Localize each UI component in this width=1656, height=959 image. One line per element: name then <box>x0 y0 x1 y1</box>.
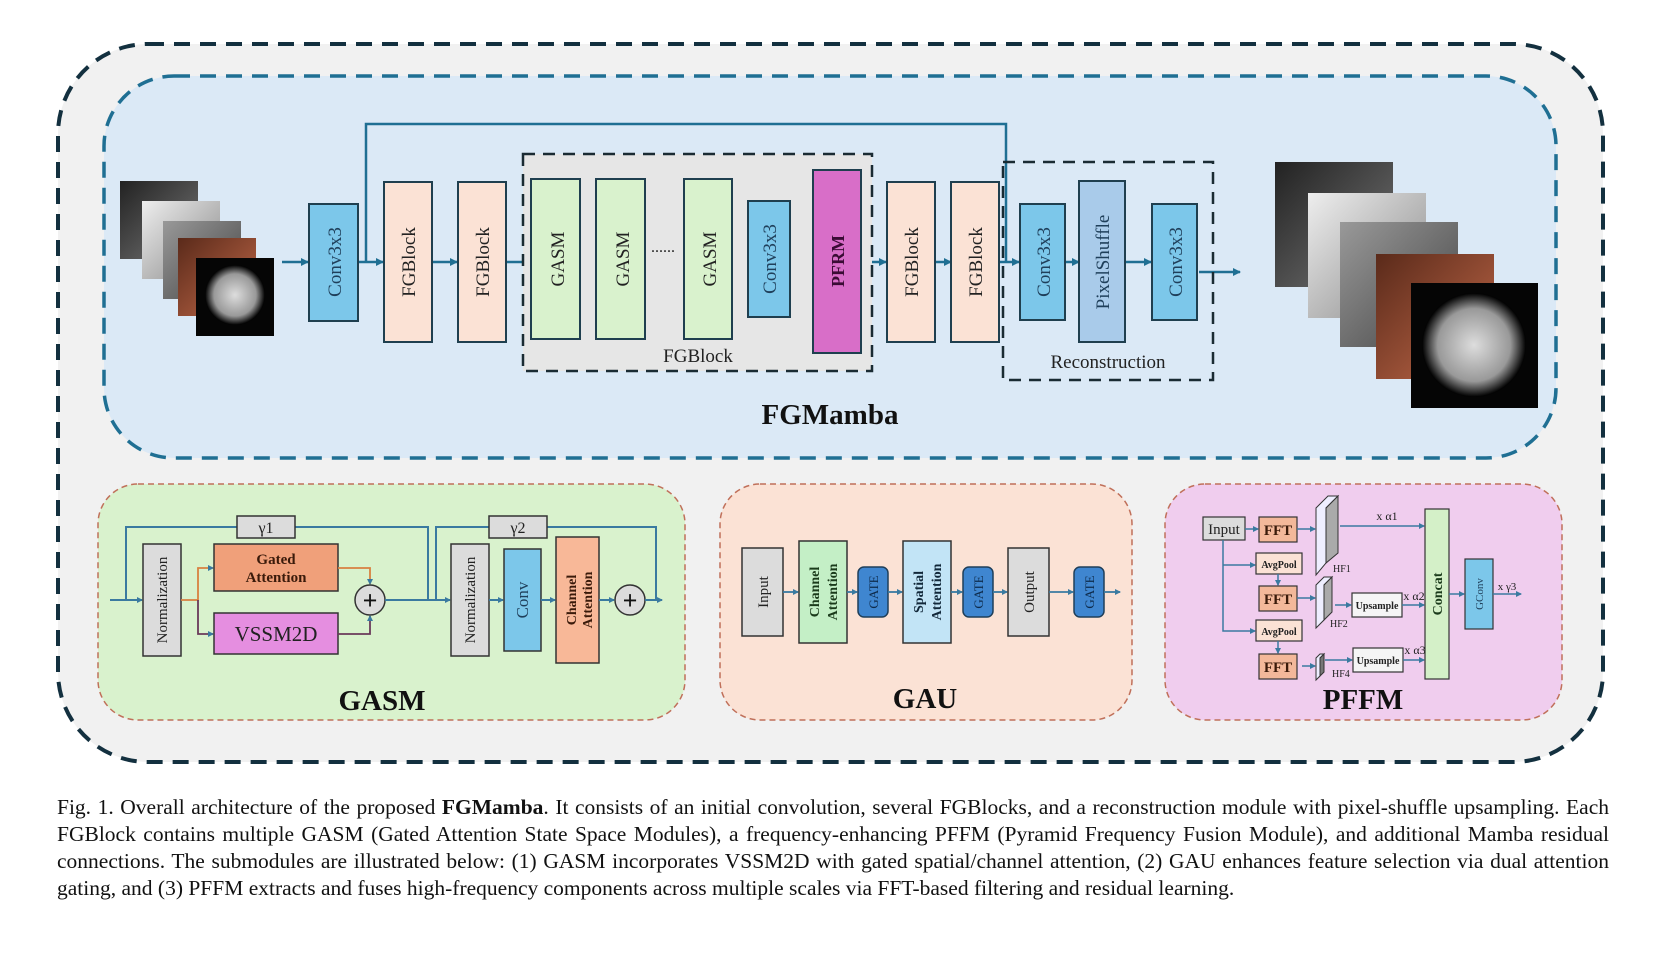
pfrm-label: PFRM <box>828 235 848 287</box>
gau-panel: Input Channel Attention GATE Spatial Att… <box>719 483 1133 721</box>
fgblock-4-label: FGBlock <box>966 227 987 297</box>
gconv-label: GConv <box>1474 578 1486 610</box>
fgblock-conv-label: Conv3x3 <box>760 224 781 294</box>
hf1-label: HF1 <box>1333 564 1351 575</box>
gasm-panel: Normalization γ1 Gated Attention VSSM2D … <box>97 483 686 721</box>
alpha3-label: x α3 <box>1404 643 1425 657</box>
gau-title: GAU <box>893 683 958 715</box>
gamma1-box <box>236 515 296 539</box>
pixelshuffle-label: PixelShuffle <box>1093 215 1114 310</box>
pffm-upsample-2-label: Upsample <box>1357 656 1400 667</box>
fgblock-group-label: FGBlock <box>663 346 733 367</box>
gau-output-label: Output <box>1022 570 1038 613</box>
gasm-2-label: GASM <box>613 231 634 286</box>
reconstruction-group: Conv3x3 PixelShuffle Conv3x3 Reconstruct… <box>1001 160 1215 382</box>
gasm-norm-2-label: Normalization <box>463 556 479 643</box>
pffm-upsample-1-label: Upsample <box>1356 601 1399 612</box>
pffm-fft-3-label: FFT <box>1264 660 1292 676</box>
pffm-fft-1-label: FFT <box>1264 523 1292 539</box>
recon-conv-1-label: Conv3x3 <box>1034 227 1055 297</box>
hf4-label: HF4 <box>1332 669 1350 680</box>
fgblock-4: FGBlock <box>950 181 1000 343</box>
output-images-icon <box>1275 162 1538 408</box>
hf2-label: HF2 <box>1330 619 1348 630</box>
conv3x3-label: Conv3x3 <box>325 227 346 297</box>
fgblock-3-label: FGBlock <box>902 227 923 297</box>
pffm-title: PFFM <box>1323 684 1404 716</box>
figure-caption: Fig. 1. Overall architecture of the prop… <box>57 794 1609 902</box>
caption-prefix: Fig. 1. Overall architecture of the prop… <box>57 795 442 819</box>
alpha2-label: x α2 <box>1403 589 1424 603</box>
caption-body: . It consists of an initial convolution,… <box>57 795 1609 900</box>
pffm-input-label: Input <box>1208 522 1240 538</box>
gau-gate-2-label: GATE <box>971 575 986 608</box>
pffm-avgpool-2-label: AvgPool <box>1261 627 1297 638</box>
conv3x3-block: Conv3x3 <box>308 203 359 322</box>
gamma2-label: γ2 <box>509 520 525 537</box>
pffm-panel: Input FFT AvgPool FFT AvgPool FFT HF1 HF… <box>1164 483 1563 721</box>
recon-conv-2-label: Conv3x3 <box>1166 227 1187 297</box>
fgblock-group: GASM GASM ...... GASM Conv3x3 PFRM FGBlo… <box>521 152 874 373</box>
gated-attention-label-2: Attention <box>246 570 307 586</box>
gasm-conv-label: Conv <box>513 581 532 618</box>
pffm-fft-2-label: FFT <box>1264 592 1292 608</box>
ellipsis: ...... <box>651 239 675 256</box>
concat-label: Concat <box>1431 572 1446 615</box>
gamma3-label: x γ3 <box>1498 581 1517 593</box>
gau-input-label: Input <box>756 575 772 607</box>
fgblock-1-label: FGBlock <box>399 227 420 297</box>
alpha1-label: x α1 <box>1376 509 1397 523</box>
vssm2d-label: VSSM2D <box>235 622 318 646</box>
gated-attention-label-1: Gated <box>256 552 296 568</box>
gamma2-box <box>488 515 548 539</box>
fgblock-2: FGBlock <box>457 181 507 343</box>
caption-bold: FGMamba <box>441 795 544 819</box>
gasm-3-label: GASM <box>700 231 721 286</box>
fgblock-1: FGBlock <box>383 181 433 343</box>
architecture-diagram: Conv3x3 FGBlock FGBlock GASM GASM ......… <box>56 42 1605 764</box>
gasm-title: GASM <box>339 685 426 717</box>
fgblock-2-label: FGBlock <box>473 227 494 297</box>
gasm-1-label: GASM <box>548 231 569 286</box>
reconstruction-label: Reconstruction <box>1050 352 1166 373</box>
plus-1: + <box>363 586 378 615</box>
gau-spatial-attention-label-1: Spatial <box>912 571 927 613</box>
input-images-icon <box>120 181 274 336</box>
gau-gate-1-label: GATE <box>866 575 881 608</box>
gau-spatial-attention-label-2: Attention <box>930 563 945 620</box>
gasm-channel-attention-label-1: Channel <box>565 575 580 626</box>
skip-connection <box>364 122 1008 262</box>
gasm-norm-1-label: Normalization <box>155 556 171 643</box>
fgblock-3: FGBlock <box>886 181 936 343</box>
gau-gate-3-label: GATE <box>1082 575 1097 608</box>
plus-2: + <box>623 586 638 615</box>
gau-channel-attention-label-2: Attention <box>826 563 841 620</box>
pffm-avgpool-1-label: AvgPool <box>1261 560 1297 571</box>
gasm-channel-attention-label-2: Attention <box>581 571 596 628</box>
gamma1-label: γ1 <box>257 520 273 537</box>
fgmamba-title: FGMamba <box>762 399 899 431</box>
gau-channel-attention-label-1: Channel <box>808 567 823 618</box>
